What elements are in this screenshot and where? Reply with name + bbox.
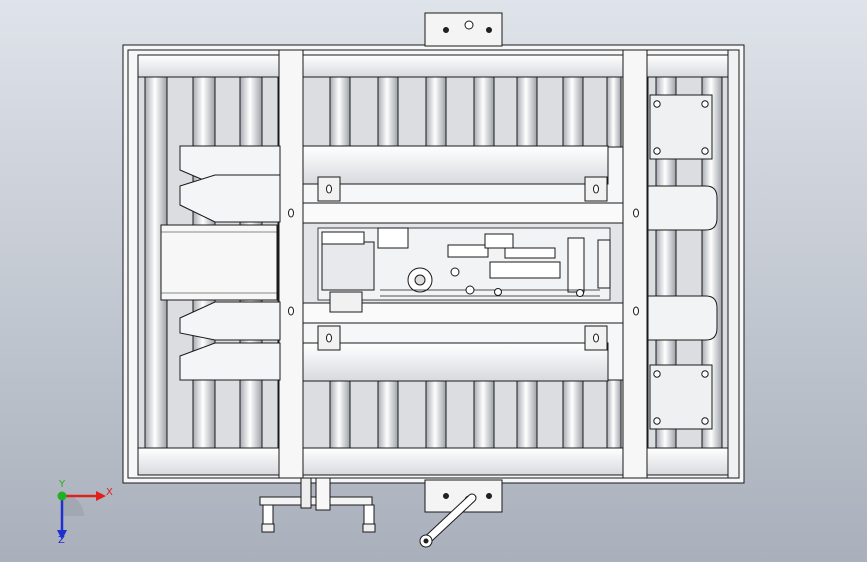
motor-top: [649, 94, 713, 160]
z-axis-arrowhead: [57, 530, 67, 540]
post-bolt-holes: [288, 208, 639, 316]
crossbar-top: [302, 202, 624, 224]
swing-arm: [419, 493, 477, 548]
center-roller-bed-upper: [302, 76, 624, 148]
right-outer-post: [727, 49, 740, 479]
beam-lower: [302, 342, 609, 382]
left-clamp-block: [160, 224, 278, 301]
right-curved-guides: [647, 185, 718, 341]
orientation-triad: X Y Z: [40, 478, 120, 548]
central-drive-mechanism: [302, 222, 624, 313]
top-mounting-plate: [424, 12, 503, 47]
fork-assembly: [259, 477, 376, 533]
beam-brackets: [317, 176, 608, 351]
right-post: [622, 49, 648, 479]
beam-upper: [302, 145, 609, 185]
x-axis-arrowhead: [96, 491, 106, 501]
center-roller-bed-lower: [302, 379, 624, 449]
y-axis-origin-icon: [57, 491, 67, 501]
motor-bottom: [649, 364, 713, 430]
left-post: [278, 49, 304, 479]
left-guide-plates: [179, 145, 281, 381]
